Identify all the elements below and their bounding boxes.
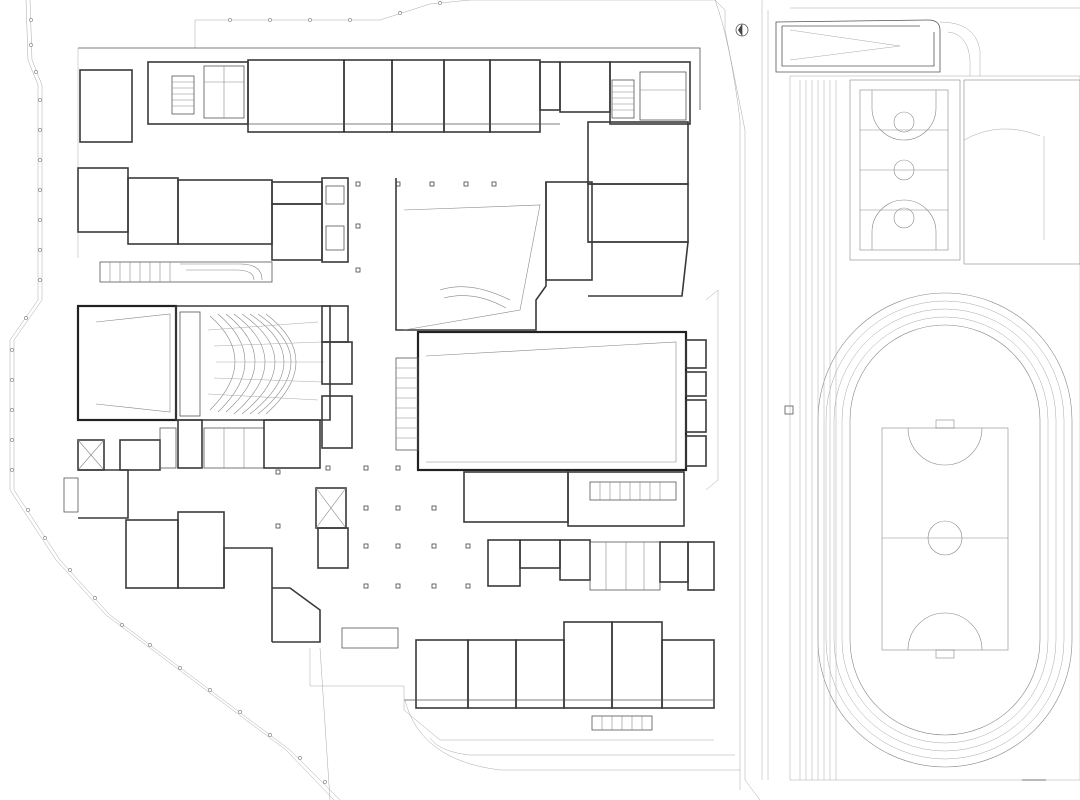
south-central-blocks [463, 471, 715, 591]
auditorium-seating [207, 313, 324, 415]
site-roads [319, 0, 769, 800]
site-marker [784, 405, 794, 415]
building-footprint [77, 47, 701, 258]
north-wing [79, 59, 691, 143]
auditorium [76, 304, 353, 449]
gym-stair [396, 367, 418, 439]
running-track [799, 80, 1073, 780]
southwest-block [63, 419, 321, 643]
south-wing [309, 621, 715, 741]
south-stair [599, 482, 661, 500]
central-core [275, 181, 497, 649]
north-canopy [775, 19, 981, 76]
west-wing-upper [77, 167, 349, 283]
sports-area [775, 7, 1080, 781]
gymnasium [395, 289, 719, 491]
football-pitch [881, 419, 1009, 659]
west-stair-treads [109, 262, 171, 282]
north-arrow-icon [735, 23, 749, 37]
basketball-courts [849, 79, 1080, 265]
site-boundary [9, 0, 761, 800]
central-north-hall [395, 121, 689, 331]
column-grid [275, 181, 497, 589]
fence-posts [10, 1, 442, 784]
